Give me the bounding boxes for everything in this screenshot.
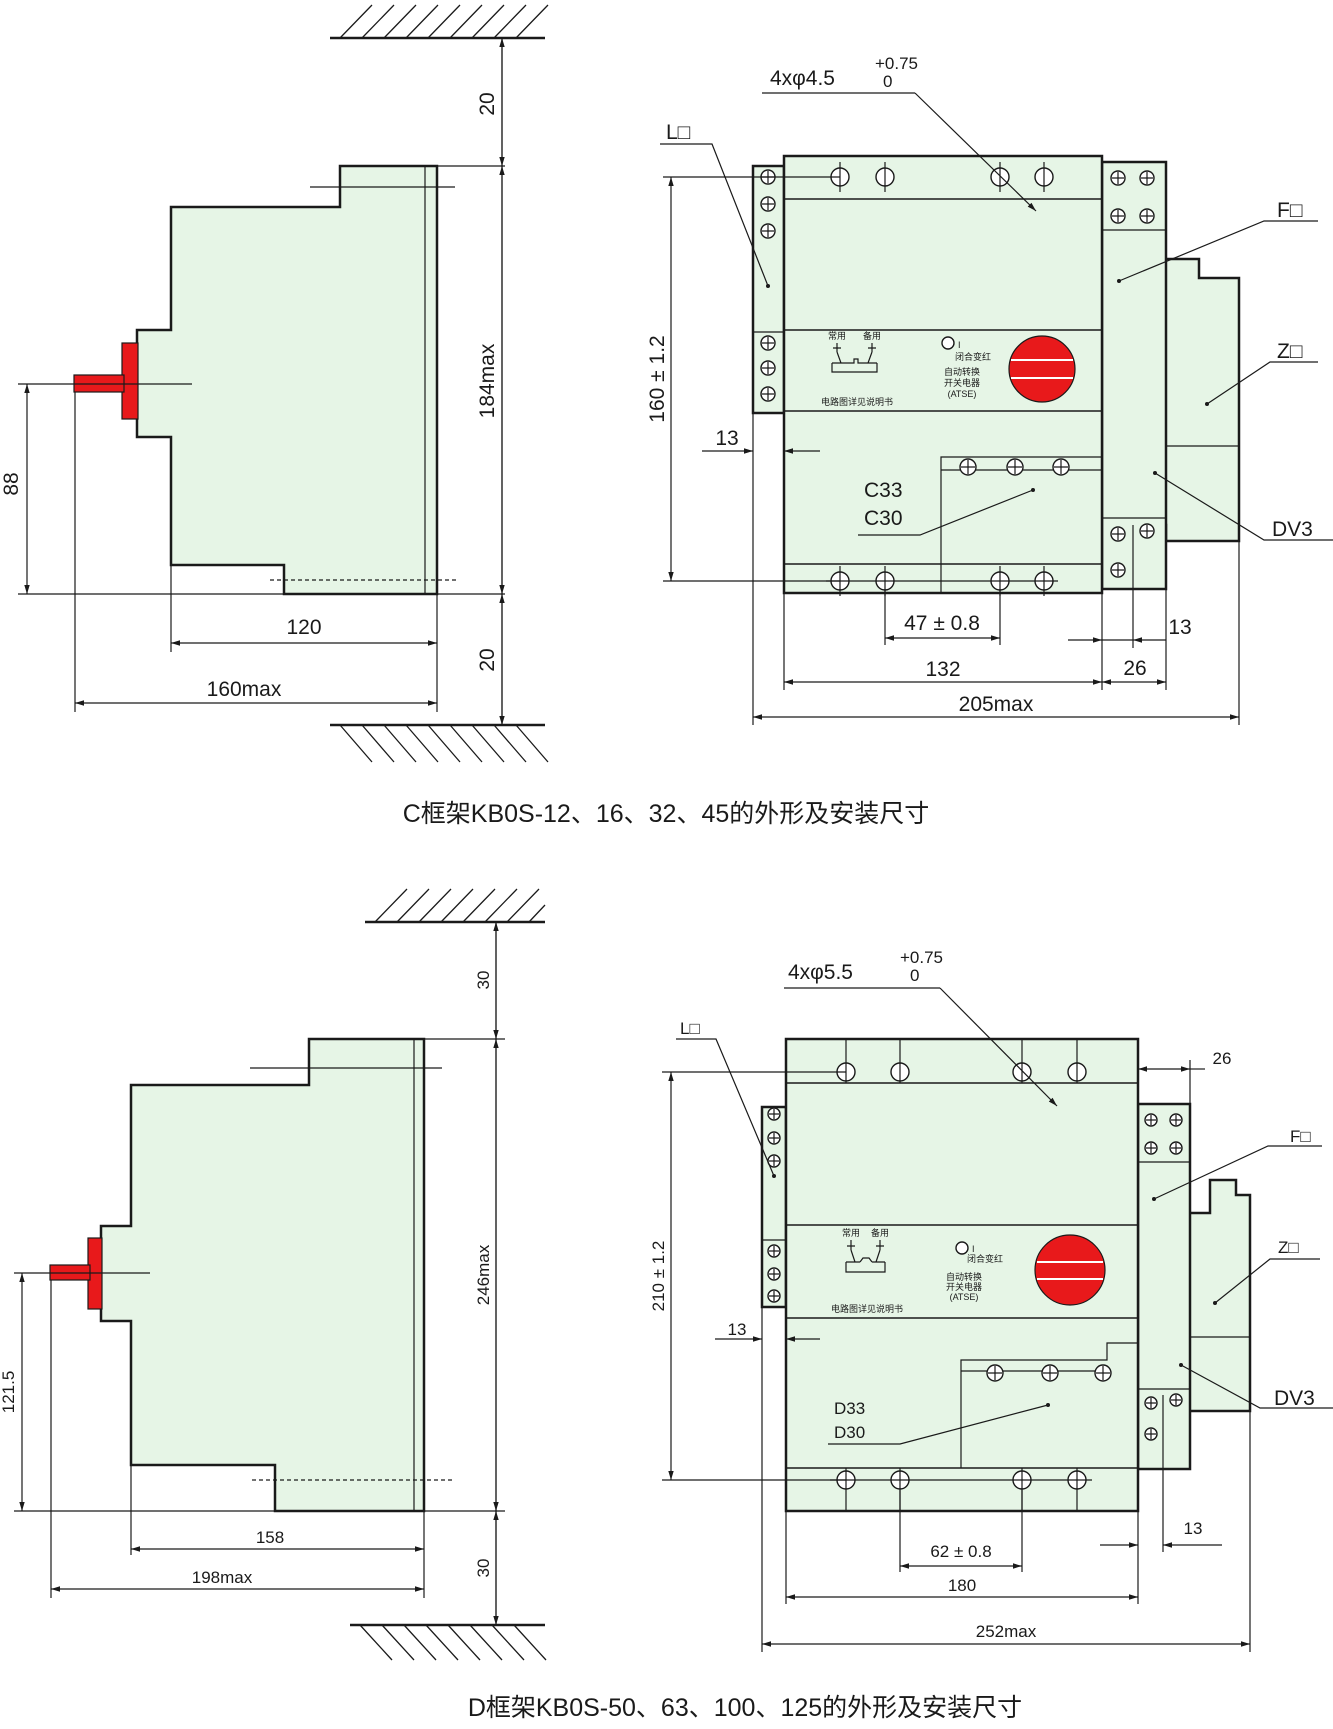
d-label-l: L□: [680, 1019, 700, 1038]
c-front-view: I 闭合变红 自动转换 开关电器 (ATSE) 常用 备用 电路图详见说明书 4…: [646, 54, 1333, 725]
c-name-line2: 开关电器: [944, 377, 980, 388]
c-label-f: F□: [1277, 199, 1303, 222]
c-rotary-handle[interactable]: [1008, 335, 1076, 403]
d-side-depth-base-label: 158: [256, 1528, 284, 1547]
d-status-text: 闭合变红: [967, 1253, 1003, 1264]
c-top-mount-surface: [330, 4, 549, 40]
d-screws: [767, 1107, 1183, 1441]
c-front-total-width-label: 205max: [959, 693, 1034, 716]
c-front-height-label: 160 ± 1.2: [646, 335, 669, 422]
d-label-c1: D33: [834, 1399, 865, 1418]
c-name-line1: 自动转换: [944, 366, 980, 377]
d-top-mount-surface: [365, 888, 546, 924]
c-hole-spec: 4xφ4.5: [770, 67, 835, 90]
d-front-hole-spacing-label: 62 ± 0.8: [930, 1542, 991, 1561]
d-panel-labels: I 闭合变红 自动转换 开关电器 (ATSE) 常用 备用 电路图详见说明书: [831, 1227, 1003, 1314]
d-side-depth-total-label: 198max: [192, 1568, 253, 1587]
c-front-accessory-width-label: 26: [1123, 657, 1146, 680]
c-label-c2: C30: [864, 507, 903, 530]
d-side-top-clear-label: 30: [474, 971, 493, 990]
c-label-dv: DV3: [1272, 518, 1313, 541]
c-front-base-width-label: 132: [925, 658, 960, 681]
d-side-bottom-clear-label: 30: [474, 1559, 493, 1578]
c-label-z: Z□: [1277, 340, 1303, 363]
c-frame-caption: C框架KB0S-12、16、32、45的外形及安装尺寸: [403, 800, 930, 828]
d-front-total-width-label: 252max: [976, 1622, 1037, 1641]
d-label-z: Z□: [1278, 1238, 1299, 1257]
c-backup-text: 备用: [863, 330, 881, 341]
d-hole-tol-upper: +0.75: [900, 948, 943, 967]
c-side-body: [135, 164, 439, 596]
d-front-accessory-offset-label: 13: [1184, 1519, 1203, 1538]
d-side-handle: [49, 1237, 150, 1310]
d-hole-tol-lower: 0: [910, 966, 919, 985]
c-circuit-symbol: [831, 343, 878, 373]
c-bottom-mount-surface: [330, 723, 549, 763]
d-bottom-mount-surface: [350, 1623, 547, 1661]
c-hole-tol-upper: +0.75: [875, 54, 918, 73]
c-side-depth-total-label: 160max: [207, 678, 282, 701]
d-circuit-note: 电路图详见说明书: [831, 1303, 903, 1314]
c-side-view: 20 184max 20 88 120 160max: [0, 4, 549, 763]
c-normal-text: 常用: [828, 330, 846, 341]
c-label-c1: C33: [864, 479, 903, 502]
c-side-depth-base-label: 120: [286, 616, 321, 639]
d-side-body: [99, 1037, 426, 1513]
c-side-handle-height-label: 88: [0, 472, 23, 495]
d-label-f: F□: [1290, 1127, 1311, 1146]
c-circuit-note: 电路图详见说明书: [821, 396, 893, 407]
c-front-hole-spacing-label: 47 ± 0.8: [904, 612, 980, 635]
d-name-line1: 自动转换: [946, 1271, 982, 1282]
d-front-base-width-label: 180: [948, 1576, 976, 1595]
d-label-dv: DV3: [1274, 1387, 1315, 1410]
d-name-line2: 开关电器: [946, 1281, 982, 1292]
c-label-l: L□: [666, 121, 691, 144]
d-label-c2: D30: [834, 1423, 865, 1442]
d-mounting-holes: [830, 1039, 1092, 1511]
d-name-line3: (ATSE): [950, 1292, 979, 1302]
c-screws: [760, 169, 1155, 578]
d-rotary-handle[interactable]: [1034, 1234, 1106, 1306]
d-hole-spec: 4xφ5.5: [788, 961, 853, 984]
d-circuit-symbol: [845, 1240, 886, 1273]
d-f-accessory: [1136, 1102, 1192, 1471]
d-side-height-label: 246max: [474, 1244, 493, 1305]
d-side-handle-height-label: 121.5: [0, 1371, 18, 1414]
d-front-height-label: 210 ± 1.2: [649, 1241, 668, 1312]
c-side-bottom-clear-label: 20: [476, 648, 499, 671]
d-front-view: I 闭合变红 自动转换 开关电器 (ATSE) 常用 备用 电路图详见说明书 4…: [649, 948, 1333, 1652]
c-front-accessory-offset-label: 13: [1168, 616, 1191, 639]
c-side-top-clear-label: 20: [476, 92, 499, 115]
c-status-text: 闭合变红: [955, 351, 991, 362]
d-front-accessory-width-label: 26: [1213, 1049, 1232, 1068]
d-side-view: 30 246max 30 121.5 158 198max: [0, 888, 547, 1661]
c-hole-tol-lower: 0: [883, 72, 892, 91]
c-front-offset-label: 13: [715, 427, 738, 450]
d-front-offset-label: 13: [728, 1320, 747, 1339]
c-name-line3: (ATSE): [948, 389, 977, 399]
c-panel-labels: I 闭合变红 自动转换 开关电器 (ATSE) 常用 备用 电路图详见说明书: [821, 330, 991, 407]
d-normal-text: 常用: [842, 1227, 860, 1238]
d-frame-caption: D框架KB0S-50、63、100、125的外形及安装尺寸: [468, 1694, 1022, 1722]
c-f-accessory: [1100, 160, 1168, 591]
c-i-mark: I: [958, 340, 961, 350]
d-backup-text: 备用: [871, 1227, 889, 1238]
c-side-height-label: 184max: [476, 343, 499, 418]
d-i-mark: I: [972, 1244, 975, 1254]
